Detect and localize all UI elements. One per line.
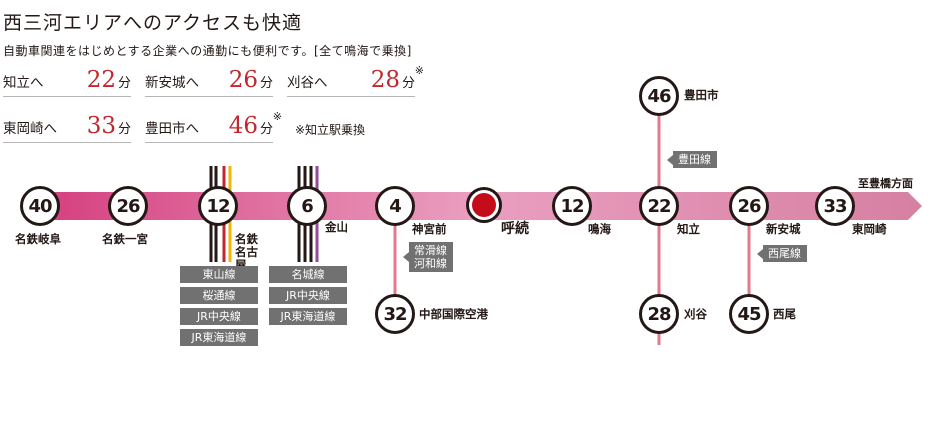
minutes-unit: 分 — [117, 122, 131, 137]
station-circle-chubu-airport: 32 — [375, 294, 415, 334]
home-station-marker — [466, 187, 502, 223]
minutes-unit: 分 — [259, 122, 273, 137]
station-circle-jingumae: 4 — [375, 186, 415, 226]
destination-label: 知立へ — [3, 75, 44, 91]
page-subtitle: 自動車関連をはじめとする企業への通勤にも便利です。[全て鳴海で乗換] — [3, 44, 412, 58]
branch-tag-tokoname-kowa: 常滑線 河和線 — [403, 242, 453, 272]
branch-label-tokoname: 常滑線 — [414, 244, 447, 257]
minutes-value: 22 — [86, 67, 116, 93]
minutes-unit: 分 — [117, 76, 131, 91]
station-circle-chiryu: 22 — [639, 186, 679, 226]
station-name-meitetsu-gifu: 名鉄岐阜 — [15, 232, 61, 246]
station-circle-kariya: 28 — [639, 294, 679, 334]
station-circle-narumi: 12 — [552, 186, 592, 226]
minutes-unit: 分 — [401, 76, 415, 91]
transfer-line-jr-chuo: JR中央線 — [180, 308, 258, 325]
station-name-narumi: 鳴海 — [588, 222, 611, 236]
station-circle-meitetsu-nagoya: 12 — [198, 186, 238, 226]
station-name-shin-anjo: 新安城 — [766, 222, 801, 236]
station-circle-nishio: 45 — [729, 294, 769, 334]
transfer-note-mark: ※ — [272, 110, 282, 123]
page-title: 西三河エリアへのアクセスも快適 — [3, 12, 303, 34]
home-station-dot — [472, 193, 496, 217]
station-circle-higashi-okazaki: 33 — [815, 186, 855, 226]
station-name-kanayama: 金山 — [325, 220, 348, 234]
transfer-line-meijo: 名城線 — [269, 266, 347, 283]
station-name-chubu-airport: 中部国際空港 — [419, 307, 488, 321]
station-circle-meitetsu-gifu: 40 — [20, 186, 60, 226]
station-name-nishio: 西尾 — [773, 307, 796, 321]
branch-tag-toyota-line: 豊田線 — [667, 151, 717, 168]
transfer-note-mark: ※ — [414, 64, 424, 77]
station-name-meitetsu-ichinomiya: 名鉄一宮 — [102, 232, 148, 246]
destination-label: 刈谷へ — [287, 75, 328, 91]
minutes-value: 46 — [228, 113, 258, 139]
station-name-kariya: 刈谷 — [684, 307, 707, 321]
branch-label-kowa: 河和線 — [414, 257, 447, 270]
station-circle-shin-anjo: 26 — [729, 186, 769, 226]
transfer-line-jr-tokaido-kanayama: JR東海道線 — [269, 308, 347, 325]
destination-label: 豊田市へ — [145, 121, 199, 137]
minutes-unit: 分 — [259, 76, 273, 91]
station-name-chiryu: 知立 — [677, 222, 700, 236]
minutes-value: 26 — [228, 67, 258, 93]
transfer-line-higashiyama: 東山線 — [180, 266, 258, 283]
station-circle-toyotashi: 46 — [639, 76, 679, 116]
transfer-line-sakuradori: 桜通線 — [180, 287, 258, 304]
station-circle-kanayama: 6 — [287, 186, 327, 226]
destination-label: 新安城へ — [145, 75, 199, 91]
station-name-meitetsu-nagoya: 名鉄名古屋 — [235, 232, 258, 272]
station-name-toyotashi: 豊田市 — [684, 88, 719, 102]
station-name-jingumae: 神宮前 — [412, 222, 447, 236]
transfer-line-jr-chuo-kanayama: JR中央線 — [269, 287, 347, 304]
station-name-yobitsugi: 呼続 — [501, 221, 529, 237]
branch-tag-nishio-line: 西尾線 — [757, 245, 807, 262]
station-circle-meitetsu-ichinomiya: 26 — [108, 186, 148, 226]
transfer-footnote: ※知立駅乗換 — [295, 123, 366, 137]
destination-label: 東岡崎へ — [3, 121, 57, 137]
minutes-value: 28 — [370, 67, 400, 93]
minutes-value: 33 — [86, 113, 116, 139]
station-name-higashi-okazaki: 東岡崎 — [852, 222, 887, 236]
transfer-line-jr-tokaido: JR東海道線 — [180, 329, 258, 346]
direction-label: 至豊橋方面 — [858, 177, 913, 190]
